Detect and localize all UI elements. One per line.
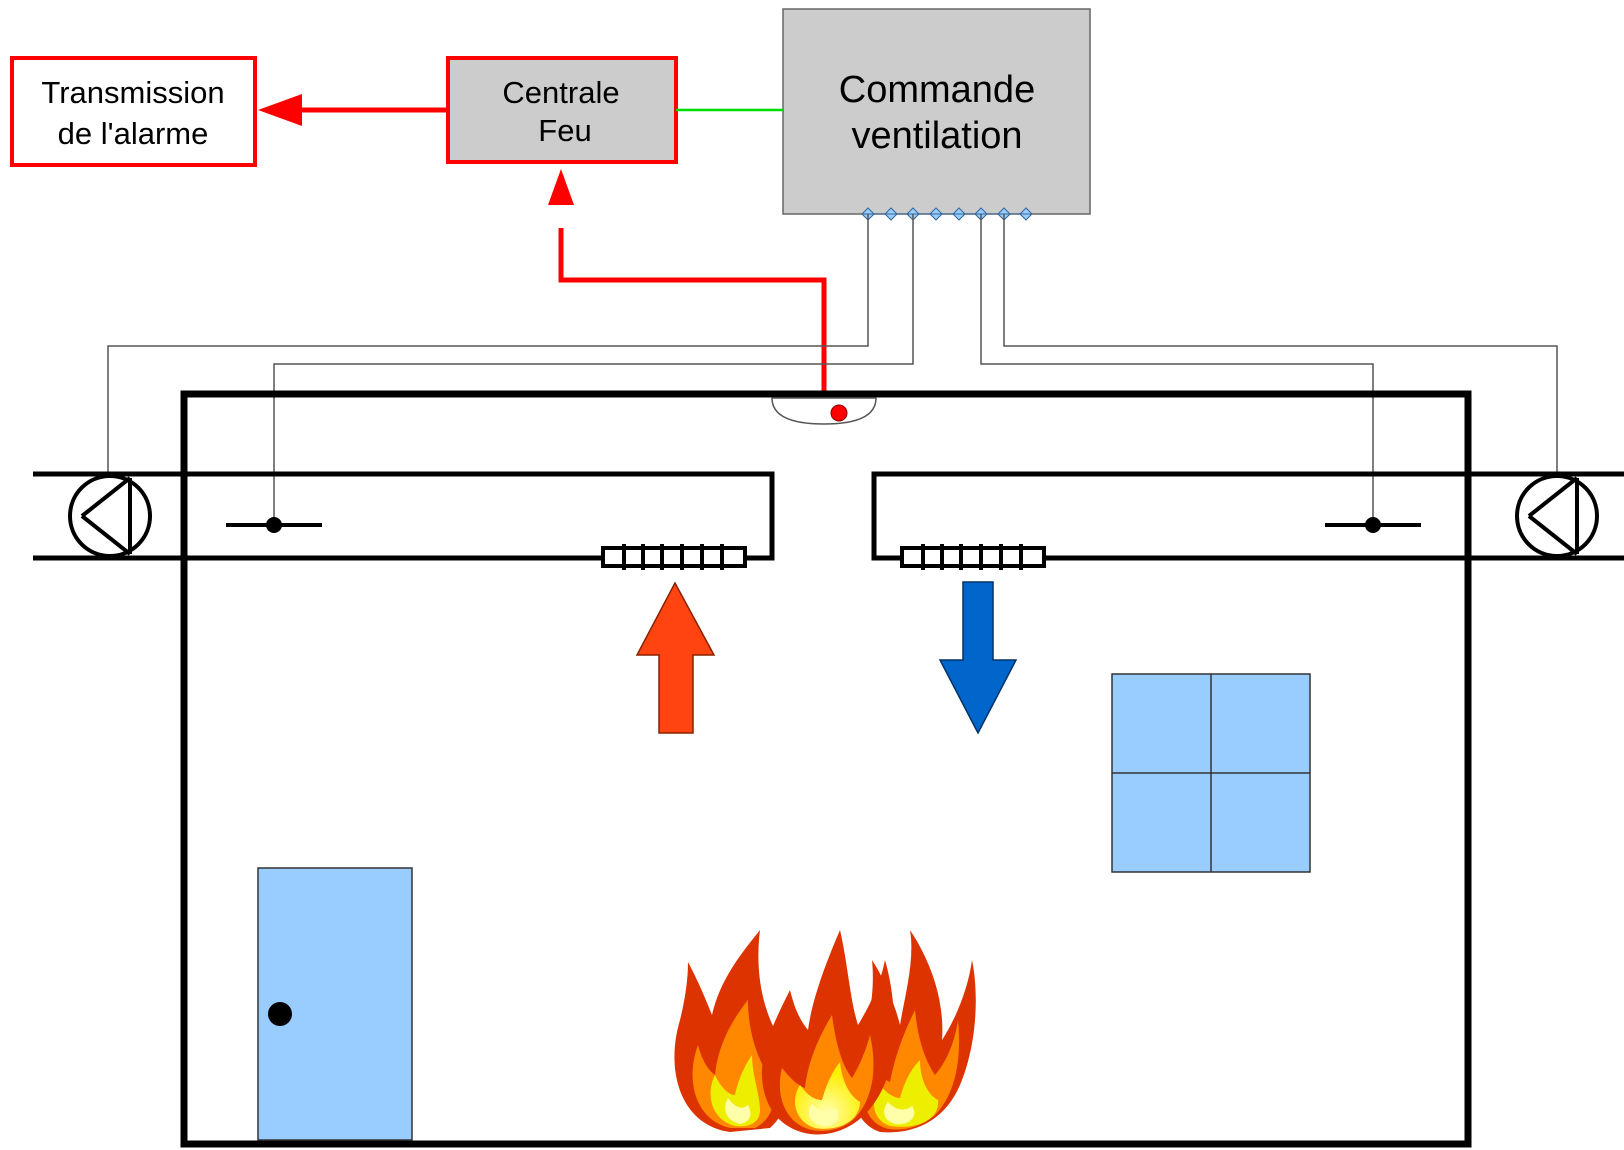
door-icon <box>257 867 413 1141</box>
right-duct <box>871 471 1624 561</box>
fan-icon <box>1515 474 1599 558</box>
connector-terminals <box>861 207 1033 221</box>
centrale-label-line2: Feu <box>538 113 591 148</box>
commande-label-line2: ventilation <box>851 115 1022 157</box>
control-wires <box>107 214 1558 525</box>
right-grille <box>900 544 1046 570</box>
centrale-label-line1: Centrale <box>502 75 619 110</box>
room-walls <box>180 390 1472 1148</box>
window-icon <box>1111 673 1311 873</box>
transmission-box: Transmission de l'alarme <box>10 56 257 167</box>
damper-icon <box>226 517 322 533</box>
commande-ventilation-box: Commande ventilation <box>782 8 1091 221</box>
fire-icon <box>674 930 976 1135</box>
left-duct <box>33 471 775 561</box>
centrale-feu-box: Centrale Feu <box>446 56 678 164</box>
extraction-arrow <box>635 581 716 734</box>
detector-signal-line <box>548 169 827 395</box>
left-grille <box>601 544 747 570</box>
damper-icon <box>1325 517 1421 533</box>
transmission-label-line2: de l'alarme <box>58 116 209 151</box>
smoke-detector-icon <box>771 397 877 425</box>
supply-arrow <box>938 581 1018 735</box>
fan-icon <box>68 474 152 558</box>
alarm-transmission-arrow <box>258 94 448 126</box>
transmission-label-line1: Transmission <box>41 75 224 110</box>
commande-label-line1: Commande <box>839 69 1035 111</box>
